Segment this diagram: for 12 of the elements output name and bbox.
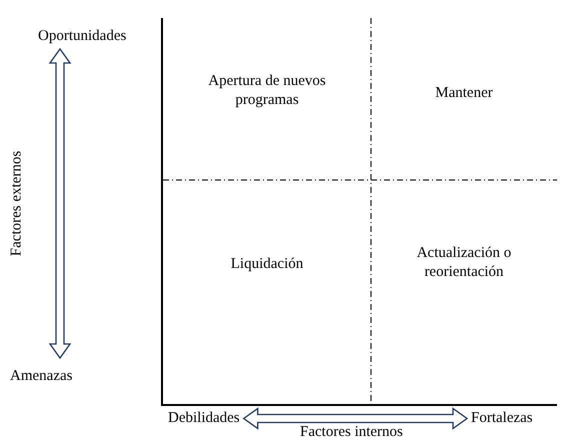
axis-end-label: Fortalezas <box>471 410 533 427</box>
double-arrow <box>242 407 468 430</box>
axis-title: Factores internos <box>300 424 403 441</box>
axis-title: Factores externos <box>8 150 26 258</box>
axis-end-label: Oportunidades <box>38 28 126 45</box>
axis-end-label: Debilidades <box>168 410 240 427</box>
quadrant-label: Actualización o reorientación <box>416 244 512 282</box>
quadrant-label: Mantener <box>434 84 494 103</box>
quadrant-label: Apertura de nuevos programas <box>207 72 327 110</box>
axis-end-label: Amenazas <box>10 368 72 385</box>
double-arrow <box>48 48 72 360</box>
quadrant-label: Liquidación <box>230 255 304 274</box>
